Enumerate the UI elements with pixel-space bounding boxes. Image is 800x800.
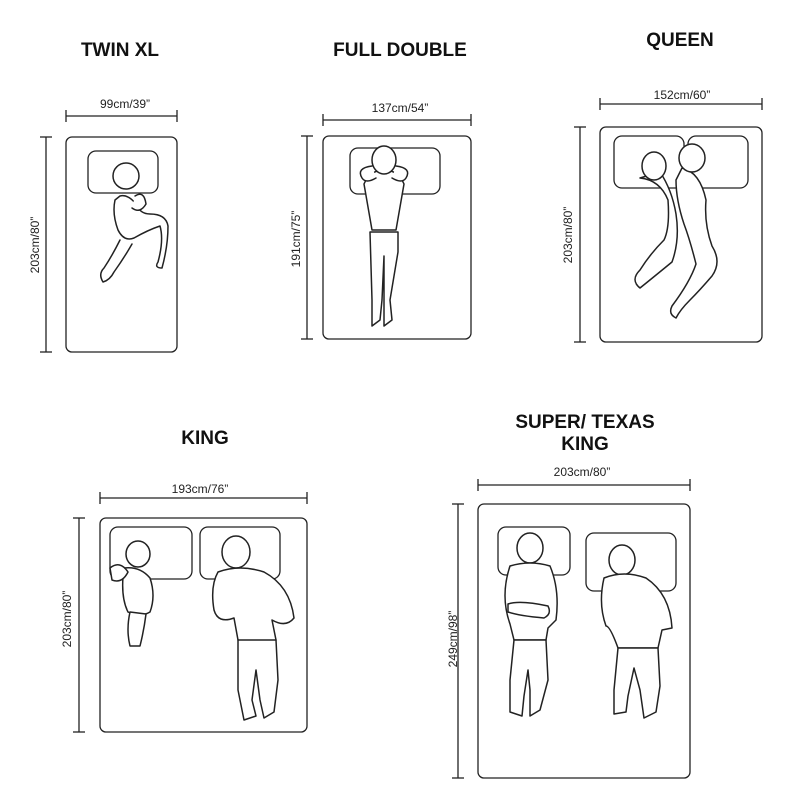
width-label-super-texas-king: 203cm/80” xyxy=(553,465,611,479)
child-sleeper-twin-xl xyxy=(100,162,169,283)
man-sleeper-texas-right xyxy=(600,544,673,719)
mattress-full-double xyxy=(322,135,472,340)
bed-twin-xl xyxy=(40,110,178,353)
couple-sleepers-queen xyxy=(634,143,718,319)
bed-title-twin-xl: TWIN XL xyxy=(80,40,160,61)
bed-title-full-double: FULL DOUBLE xyxy=(333,40,467,61)
child-sleeper-king xyxy=(109,540,154,647)
mattress-twin-xl xyxy=(65,136,178,353)
woman-sleeper-full-double xyxy=(359,145,409,327)
width-label-twin-xl: 99cm/39” xyxy=(99,97,151,111)
bed-title-king: KING xyxy=(181,428,229,449)
width-label-king: 193cm/76” xyxy=(171,482,229,496)
width-label-full-double: 137cm/54” xyxy=(371,101,429,115)
bed-full-double xyxy=(301,114,472,340)
bed-title-super-texas-king-line1: SUPER/ TEXAS xyxy=(515,412,655,433)
bed-super-texas-king xyxy=(452,479,691,779)
pillow-twin-xl xyxy=(87,150,159,194)
mattress-super-texas-king xyxy=(477,503,691,779)
man-sleeper-texas-left xyxy=(504,532,558,717)
bed-queen xyxy=(574,98,763,343)
bed-title-queen: QUEEN xyxy=(646,30,714,51)
man-sleeper-king xyxy=(211,535,295,721)
bed-king xyxy=(73,492,308,733)
mattress-king xyxy=(99,517,308,733)
mattress-queen xyxy=(599,126,763,343)
bed-title-super-texas-king-line2: KING xyxy=(561,434,609,455)
width-label-queen: 152cm/60” xyxy=(653,88,711,102)
